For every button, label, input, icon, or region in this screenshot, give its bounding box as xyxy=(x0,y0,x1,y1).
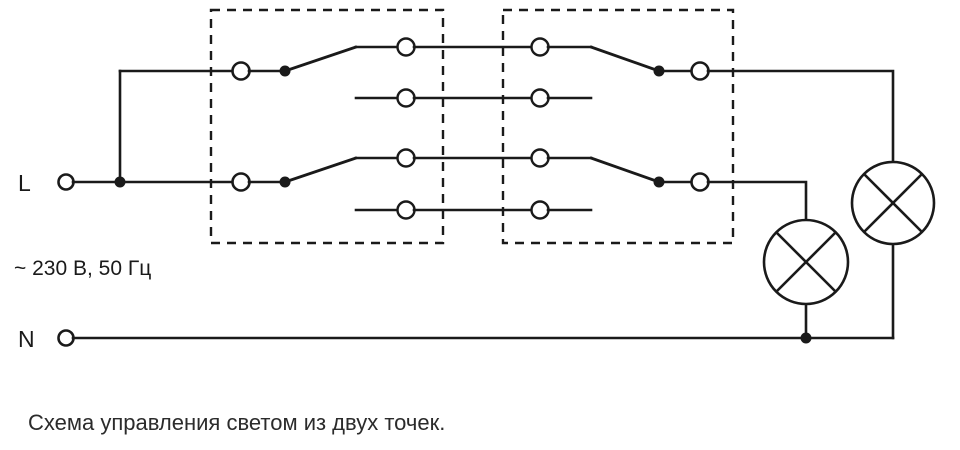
switch-2-upper-idle-terminal[interactable] xyxy=(530,88,550,108)
supply-line-group xyxy=(57,69,236,191)
switch-1-lower-blade[interactable] xyxy=(283,156,358,184)
switch-2-lower-idle-terminal[interactable] xyxy=(530,200,550,220)
switch-1-upper-idle-terminal[interactable] xyxy=(396,88,416,108)
switch-1-lower-output-terminal[interactable] xyxy=(396,148,416,168)
traveler-conductors xyxy=(412,45,534,212)
switch-2-upper-blade[interactable] xyxy=(589,45,661,73)
line-terminal-label: L xyxy=(18,170,31,196)
switch-2-lower-output-terminal[interactable] xyxy=(690,172,710,192)
switch-1-lower-input-terminal[interactable] xyxy=(231,172,251,192)
load-feed-group xyxy=(706,69,895,340)
lamp-lower xyxy=(762,218,850,306)
lamp-upper-filament-b xyxy=(863,173,923,233)
switch-1-upper-output-terminal[interactable] xyxy=(396,37,416,57)
switch-1-pole-upper[interactable] xyxy=(231,37,416,108)
switch-2-lower-blade[interactable] xyxy=(589,156,661,184)
lamp-lower-filament-b xyxy=(775,231,837,293)
lamp-lower-feed-conductor xyxy=(706,180,808,222)
neutral-source-terminal[interactable] xyxy=(57,329,75,347)
switch-2-lower-input-terminal[interactable] xyxy=(530,148,550,168)
neutral-line-group xyxy=(57,329,812,347)
switch-1-pole-lower[interactable] xyxy=(231,148,416,220)
neutral-terminal-label: N xyxy=(18,326,35,352)
right-switch-enclosure xyxy=(501,8,735,245)
switch-2-pole-lower[interactable] xyxy=(530,148,710,220)
diagram-caption: Схема управления светом из двух точек. xyxy=(28,410,445,435)
lamp-upper xyxy=(850,160,936,246)
line-source-terminal[interactable] xyxy=(57,173,75,191)
switch-1-lower-idle-terminal[interactable] xyxy=(396,200,416,220)
switch-1-upper-blade[interactable] xyxy=(283,45,358,73)
switch-2-upper-input-terminal[interactable] xyxy=(530,37,550,57)
switch-2-upper-output-terminal[interactable] xyxy=(690,61,710,81)
switch-1-upper-input-terminal[interactable] xyxy=(231,61,251,81)
switch-2-pole-upper[interactable] xyxy=(530,37,710,108)
left-switch-enclosure xyxy=(209,8,445,245)
supply-label: ~ 230 В, 50 Гц xyxy=(14,257,151,280)
lamp-upper-feed-conductor xyxy=(706,69,895,164)
